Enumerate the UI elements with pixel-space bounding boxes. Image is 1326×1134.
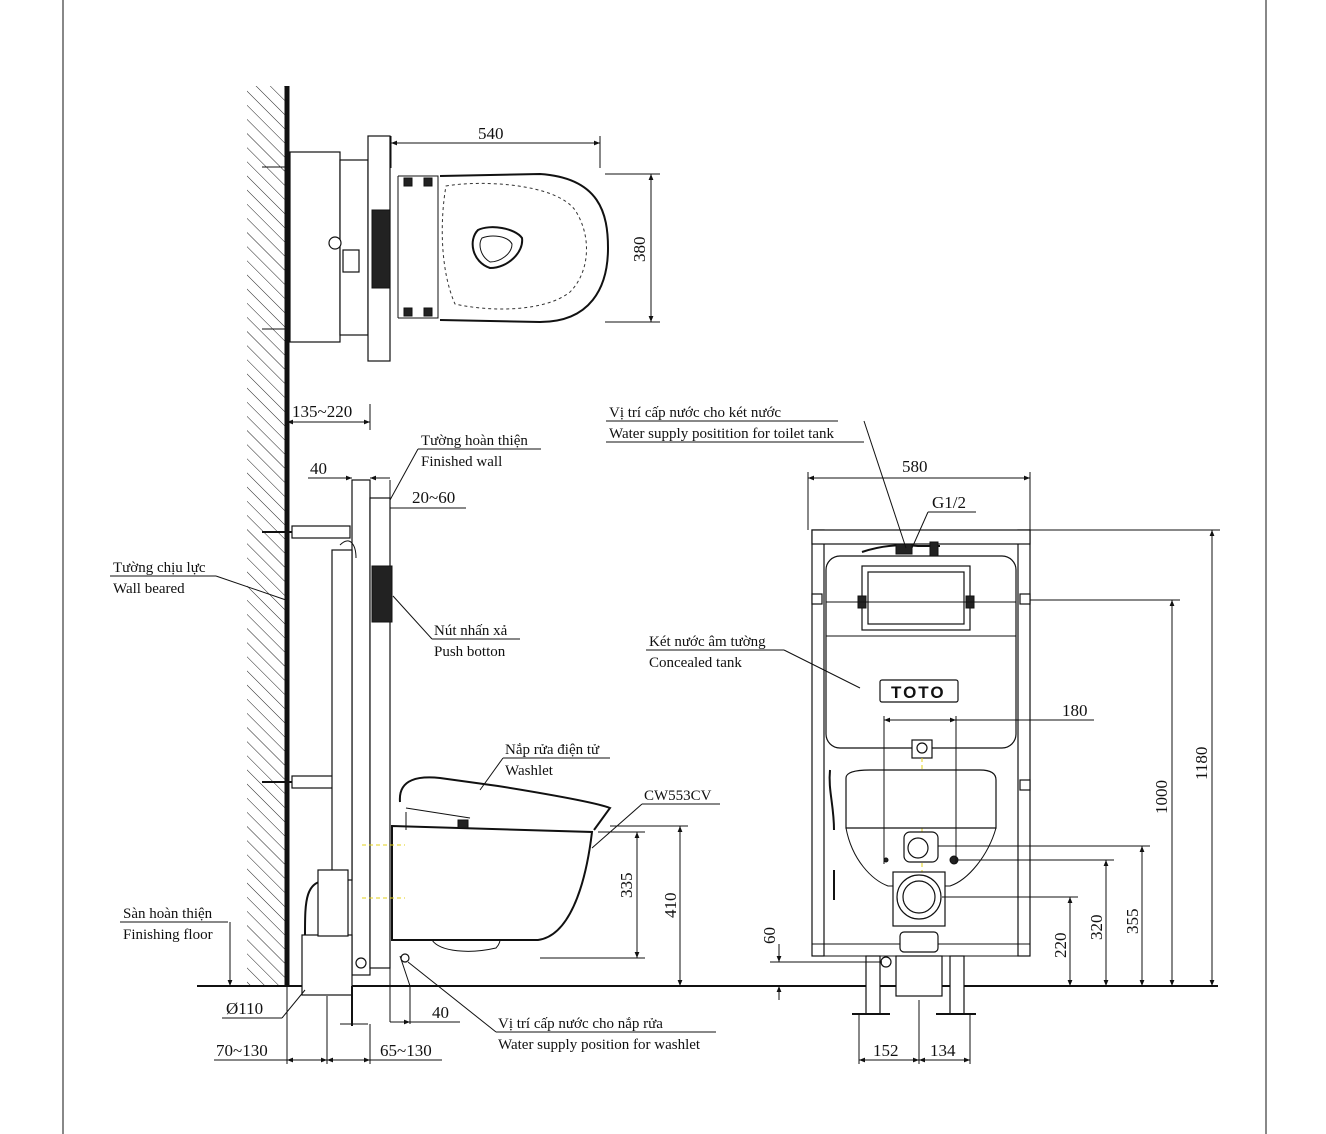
dim-134: 134 bbox=[930, 1041, 956, 1060]
dim-580: 580 bbox=[902, 457, 928, 476]
wall-beared-vi: Tường chịu lực bbox=[113, 560, 206, 576]
label-finished-wall: Tường hoàn thiện Finished wall bbox=[389, 433, 541, 501]
water-supply-washlet-vi: Vị trí cấp nước cho nắp rửa bbox=[498, 1016, 663, 1032]
push-button-en: Push botton bbox=[434, 644, 506, 660]
top-view bbox=[262, 135, 610, 362]
dim-70-130: 70~130 bbox=[216, 1041, 268, 1060]
dim-1000: 1000 bbox=[1152, 780, 1171, 814]
dim-220: 220 bbox=[1051, 933, 1070, 959]
top-width-dimension: 540 bbox=[390, 124, 601, 168]
dim-g1-2: G1/2 bbox=[932, 493, 966, 512]
label-finishing-floor: Sàn hoàn thiện Finishing floor bbox=[120, 906, 233, 986]
label-water-supply-tank: Vị trí cấp nước cho két nước Water suppl… bbox=[606, 405, 907, 549]
label-concealed-tank: Két nước âm tường Concealed tank bbox=[646, 634, 861, 689]
side-view-toilet bbox=[362, 776, 612, 987]
load-bearing-wall bbox=[247, 86, 290, 986]
dim-65-130: 65~130 bbox=[380, 1041, 432, 1060]
finished-wall-en: Finished wall bbox=[421, 454, 502, 470]
dim-410: 410 bbox=[661, 893, 680, 919]
label-model: CW553CV bbox=[591, 788, 720, 849]
toto-brand: TOTO bbox=[891, 683, 946, 702]
front-dimensions: 580 G1/2 180 1180 1000 355 320 220 bbox=[760, 457, 1220, 1064]
push-button-vi: Nút nhấn xả bbox=[434, 623, 508, 639]
washlet-en: Washlet bbox=[505, 763, 554, 779]
concealed-tank-vi: Két nước âm tường bbox=[649, 634, 766, 650]
dim-1180: 1180 bbox=[1192, 747, 1211, 780]
dim-540: 540 bbox=[478, 124, 504, 143]
finishing-floor-vi: Sàn hoàn thiện bbox=[123, 906, 213, 922]
dim-152: 152 bbox=[873, 1041, 899, 1060]
model-name: CW553CV bbox=[644, 788, 712, 804]
dim-135-220: 135~220 bbox=[292, 402, 352, 421]
page-border bbox=[62, 0, 1267, 1134]
top-depth-dimension: 380 bbox=[605, 173, 660, 323]
water-supply-tank-vi: Vị trí cấp nước cho két nước bbox=[609, 405, 781, 421]
washlet-vi: Nắp rửa điện tử bbox=[505, 742, 600, 758]
dim-355: 355 bbox=[1123, 909, 1142, 935]
finished-wall-vi: Tường hoàn thiện bbox=[421, 433, 528, 449]
dim-diameter-110: Ø110 bbox=[226, 999, 263, 1018]
dim-60: 60 bbox=[760, 927, 779, 944]
dim-335: 335 bbox=[617, 873, 636, 899]
side-view-frame bbox=[262, 404, 393, 1026]
concealed-tank-en: Concealed tank bbox=[649, 655, 742, 671]
dim-320: 320 bbox=[1087, 915, 1106, 941]
dim-40-bottom: 40 bbox=[432, 1003, 449, 1022]
front-view-frame: TOTO bbox=[811, 529, 1031, 1015]
label-water-supply-washlet: Vị trí cấp nước cho nắp rửa Water supply… bbox=[407, 961, 716, 1053]
label-push-button: Nút nhấn xả Push botton bbox=[392, 595, 520, 660]
water-supply-tank-en: Water supply positition for toilet tank bbox=[609, 426, 835, 442]
dim-180: 180 bbox=[1062, 701, 1088, 720]
label-wall-beared: Tường chịu lực Wall beared bbox=[110, 560, 287, 601]
dim-40-top: 40 bbox=[310, 459, 327, 478]
water-supply-washlet-en: Water supply position for washlet bbox=[498, 1037, 701, 1053]
finishing-floor-en: Finishing floor bbox=[123, 927, 213, 943]
side-dimensions: 135~220 40 20~60 335 410 40 Ø110 70~130 bbox=[214, 402, 688, 1064]
label-washlet: Nắp rửa điện tử Washlet bbox=[479, 742, 610, 791]
dim-20-60: 20~60 bbox=[412, 488, 455, 507]
wall-beared-en: Wall beared bbox=[113, 581, 185, 597]
dim-380: 380 bbox=[630, 237, 649, 263]
